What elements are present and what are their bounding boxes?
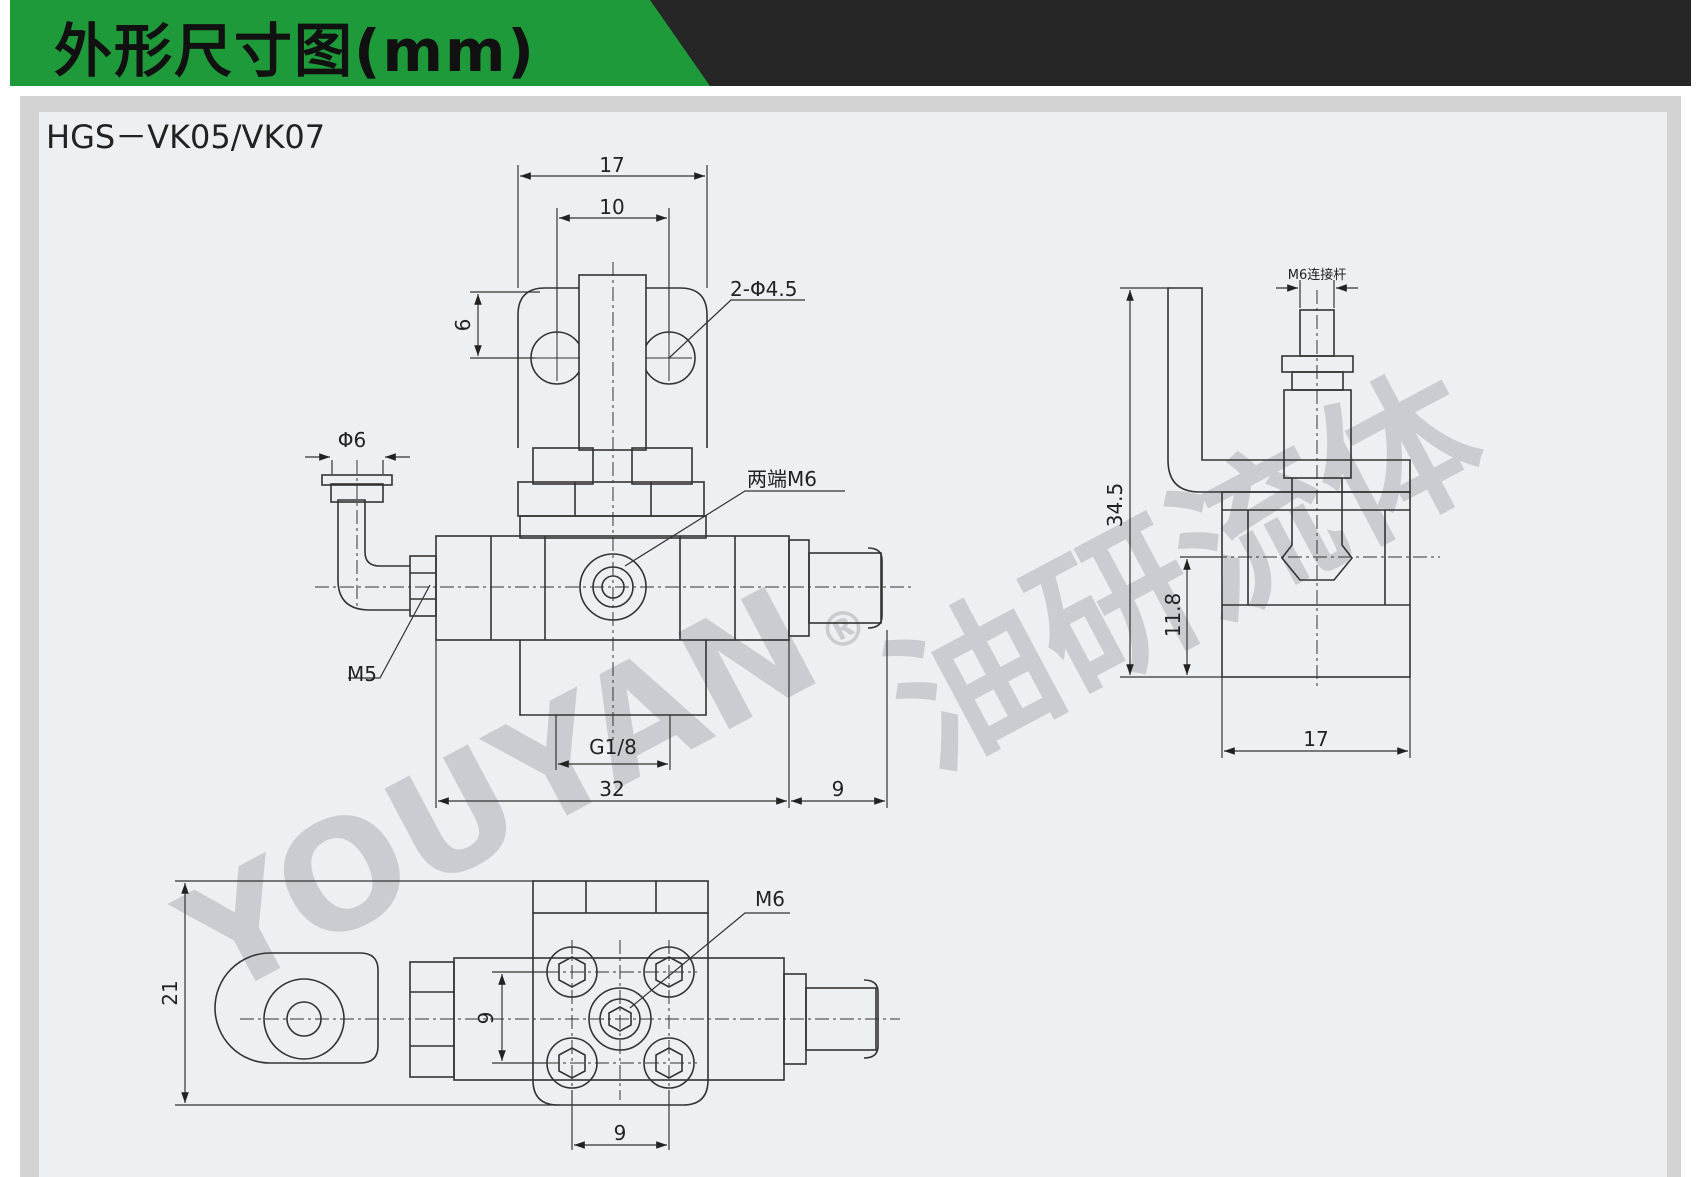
bottom-view-labels: M6 21 9 9 [158,887,785,1145]
dim-hole-spacing: 10 [599,195,624,219]
bottom-view-centerlines [240,940,900,1100]
dim-bottom-spacing-h: 9 [614,1121,627,1145]
dim-width-top: 17 [599,153,624,177]
side-view-labels: M6连接杆 34.5 11.8 17 [1103,267,1346,751]
dim-bottom-m6: M6 [755,887,785,911]
watermark-brand: YOUYAN [153,555,844,1033]
dim-bottom-height: 21 [158,980,182,1005]
dim-height-6: 6 [451,319,475,332]
page-title: 外形尺寸图(mm) [54,17,536,85]
header-green-tab [10,0,710,86]
dim-g18: G1/8 [589,735,637,759]
dim-side-width: 17 [1303,727,1328,751]
dim-holes: 2-Φ4.5 [730,277,798,301]
dim-bottom-spacing-v: 9 [474,1012,498,1025]
side-view-centerlines [1188,290,1440,690]
dim-body-len: 32 [599,777,624,801]
drawing-panel [39,112,1667,1177]
dim-m5: M5 [347,662,377,686]
side-view-dimensions [1120,280,1411,758]
front-view-dimensions [305,165,888,808]
header-bar: 外形尺寸图(mm) [10,0,1691,86]
front-view-centerlines [315,262,915,740]
dim-fitting-dia: Φ6 [338,428,366,452]
dim-ends-m6: 两端M6 [747,467,817,491]
dim-side-height: 34.5 [1103,483,1127,528]
dim-center-h: 11.8 [1161,593,1185,638]
model-label: HGS－VK05/VK07 [46,118,326,156]
bottom-view-dimensions [175,880,790,1150]
front-view-labels: 17 10 6 2-Φ4.5 Φ6 两端M6 M5 G1/8 32 9 [338,153,845,801]
dim-nozzle-len: 9 [832,777,845,801]
dim-rod: M6连接杆 [1288,267,1347,283]
